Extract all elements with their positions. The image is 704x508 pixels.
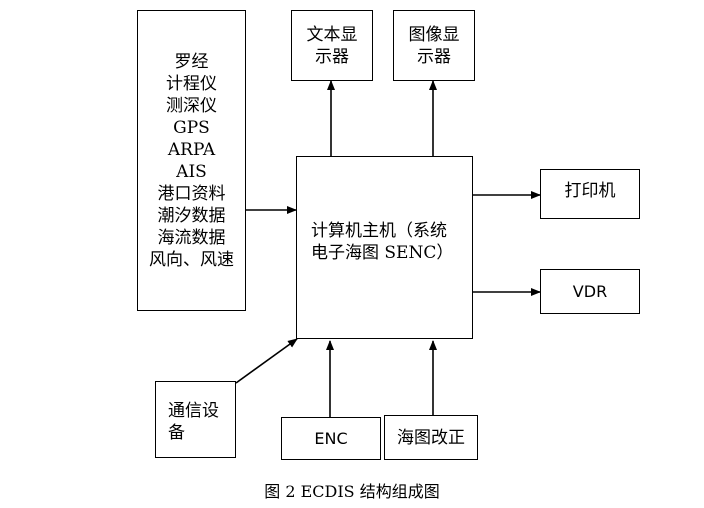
enc-box: ENC: [281, 417, 381, 460]
text-display-box: 文本显 示器: [291, 10, 373, 81]
image-display-label-line1: 图像显: [408, 24, 460, 45]
enc-label: ENC: [314, 429, 348, 448]
vdr-box: VDR: [540, 269, 640, 314]
sensor-item: 测深仪: [166, 96, 217, 116]
sensor-item: 罗经: [174, 52, 209, 72]
sensor-item: GPS: [173, 118, 210, 138]
host-computer-box: 计算机主机（系统 电子海图 SENC）: [296, 156, 473, 339]
sensor-item: 计程仪: [166, 74, 217, 94]
text-display-label-line2: 示器: [315, 46, 349, 67]
sensor-item: ARPA: [167, 140, 216, 160]
image-display-box: 图像显 示器: [393, 10, 475, 81]
arrow-comm-to-host: [235, 338, 298, 384]
printer-label: 打印机: [564, 181, 616, 201]
sensor-item: 海流数据: [157, 228, 226, 248]
sensor-item: 潮汐数据: [157, 206, 226, 226]
host-label-line1: 计算机主机（系统: [311, 220, 447, 241]
text-display-label-line1: 文本显: [306, 24, 358, 45]
host-label-line2: 电子海图 SENC）: [311, 242, 454, 263]
comm-label-line2: 备: [168, 423, 185, 443]
printer-box: 打印机: [540, 169, 640, 219]
sensor-item: 风向、风速: [149, 250, 234, 270]
image-display-label-line2: 示器: [417, 46, 451, 67]
chart-correction-box: 海图改正: [384, 415, 478, 460]
figure-caption: 图 2 ECDIS 结构组成图: [264, 482, 440, 501]
vdr-label: VDR: [572, 282, 608, 301]
comm-label-line1: 通信设: [168, 401, 219, 421]
sensor-item: AIS: [176, 162, 207, 182]
chart-correction-label: 海图改正: [397, 427, 465, 448]
sensor-inputs-box: 罗经 计程仪 测深仪 GPS ARPA AIS 港口资料 潮汐数据 海流数据 风…: [137, 10, 246, 311]
communication-equipment-box: 通信设 备: [155, 381, 236, 458]
sensor-item: 港口资料: [157, 184, 226, 204]
